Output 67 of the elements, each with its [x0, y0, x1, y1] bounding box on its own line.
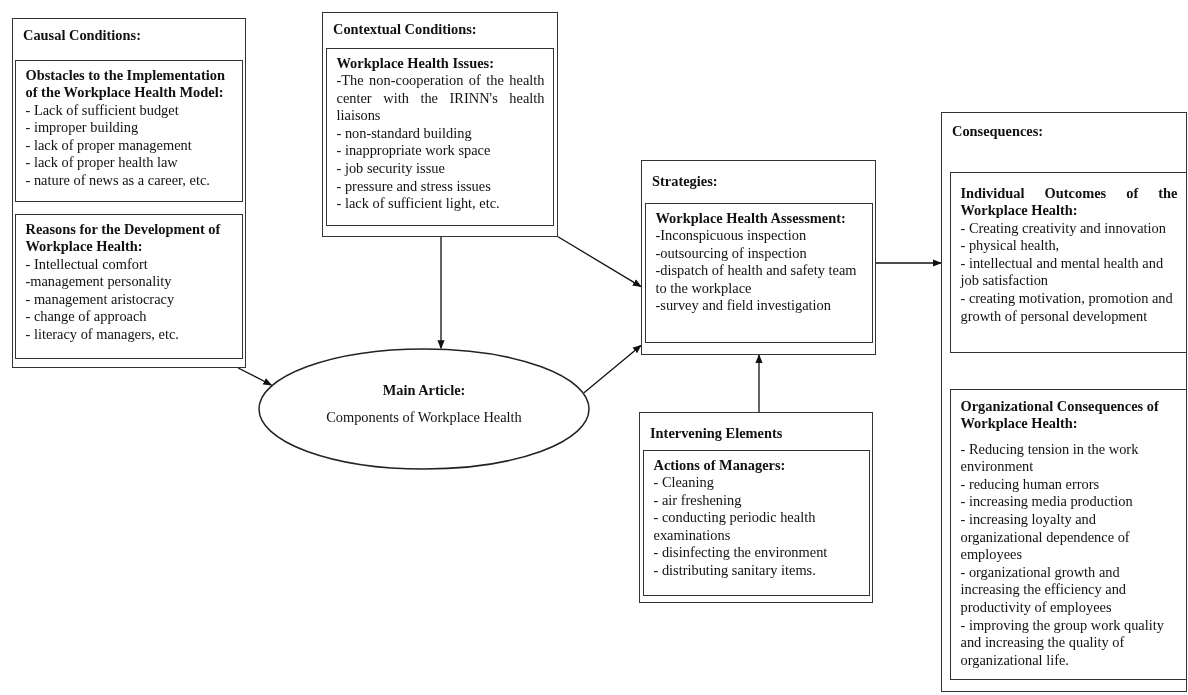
content-box [949, 388, 1187, 680]
list-item: - improper building [25, 119, 140, 137]
list-item: - intellectual and mental health and job satisfaction [960, 254, 1165, 291]
list-item: -survey and field investigation [655, 297, 832, 316]
list-item: - physical health, [960, 237, 1061, 255]
content-box [325, 47, 554, 226]
list-item: - air freshening [653, 491, 743, 510]
list-item: - job security issue [336, 160, 446, 178]
ellipse-text: Components of Workplace Health [325, 408, 523, 427]
box-heading: Causal Conditions: [23, 27, 142, 45]
box-heading: Organizational Consequences of Workplace Health: [960, 397, 1160, 433]
list-item: -management personality [25, 273, 173, 291]
list-item: - Intellectual comfort [25, 255, 149, 274]
arrow [237, 367, 273, 386]
arrow [875, 259, 942, 267]
list-item: - disinfecting the environment [653, 544, 829, 563]
category-box [641, 160, 876, 355]
arrow [557, 236, 642, 288]
content-box [14, 59, 243, 202]
list-item: - lack of proper health law [25, 154, 179, 173]
list-item: -Inconspicuous inspection [655, 227, 808, 245]
list-item: - Cleaning [653, 474, 715, 492]
list-item: - creating motivation, promotion and growth of personal development [960, 290, 1174, 326]
list-item: -dispatch of health and safety team to the workplace [655, 262, 858, 298]
list-item: - improving the group work quality and increasing the quality of organizational life. [960, 616, 1165, 670]
box-heading: Intervening Elements [650, 425, 784, 443]
list-item: - Creating creativity and innovation [960, 219, 1167, 238]
list-item: - increasing media production [960, 493, 1134, 512]
box-heading: Workplace Health Issues: [336, 54, 495, 73]
list-item: - non-standard building [336, 124, 473, 143]
list-item: - conducting periodic health examinations [653, 509, 817, 545]
list-item: - management aristocracy [25, 290, 176, 309]
box-heading: Consequences: [952, 123, 1045, 141]
list-item: -outsourcing of inspection [655, 244, 808, 263]
list-item: -The non-cooperation of the health center with the IRINN's health liaisons [336, 72, 545, 125]
list-item: - pressure and stress issues [336, 177, 492, 196]
box-heading: Actions of Managers: [653, 456, 787, 475]
list-item: - Reducing tension in the work environment [960, 440, 1140, 476]
box-heading: Obstacles to the Implementation of the Workplace Health Model: [25, 66, 226, 102]
category-box [639, 412, 873, 603]
list-item: - organizational growth and increasing the efficiency and productivity of employees [960, 563, 1128, 617]
content-box [14, 213, 243, 359]
list-item: - increasing loyalty and organizational dependence of employees [960, 511, 1131, 564]
category-box [941, 112, 1187, 692]
list-item: - lack of proper management [25, 136, 193, 155]
list-item: - literacy of managers, etc. [25, 326, 180, 344]
box-heading: Individual Outcomes of the Workplace Health: [960, 184, 1178, 220]
list-item: - Lack of sufficient budget [25, 101, 180, 120]
list-item: - lack of sufficient light, etc. [336, 195, 501, 213]
list-item: - distributing sanitary items. [653, 562, 817, 580]
arrow [437, 236, 445, 350]
list-item: - change of approach [25, 308, 148, 327]
content-box [949, 171, 1187, 353]
list-item: - inappropriate work space [336, 142, 492, 161]
category-box [12, 18, 246, 368]
box-heading: Contextual Conditions: [333, 21, 478, 39]
list-item: - reducing human errors [960, 475, 1101, 494]
list-item: - nature of news as a career, etc. [25, 172, 211, 190]
ellipse-heading: Main Article: [381, 382, 467, 400]
arrow [583, 344, 642, 394]
category-box [322, 12, 558, 237]
arrow [755, 354, 763, 413]
box-heading: Reasons for the Development of Workplace Health: [25, 220, 222, 256]
box-heading: Strategies: [652, 173, 719, 191]
content-box [644, 202, 873, 343]
content-box [642, 449, 870, 596]
box-heading: Workplace Health Assessment: [655, 209, 847, 228]
